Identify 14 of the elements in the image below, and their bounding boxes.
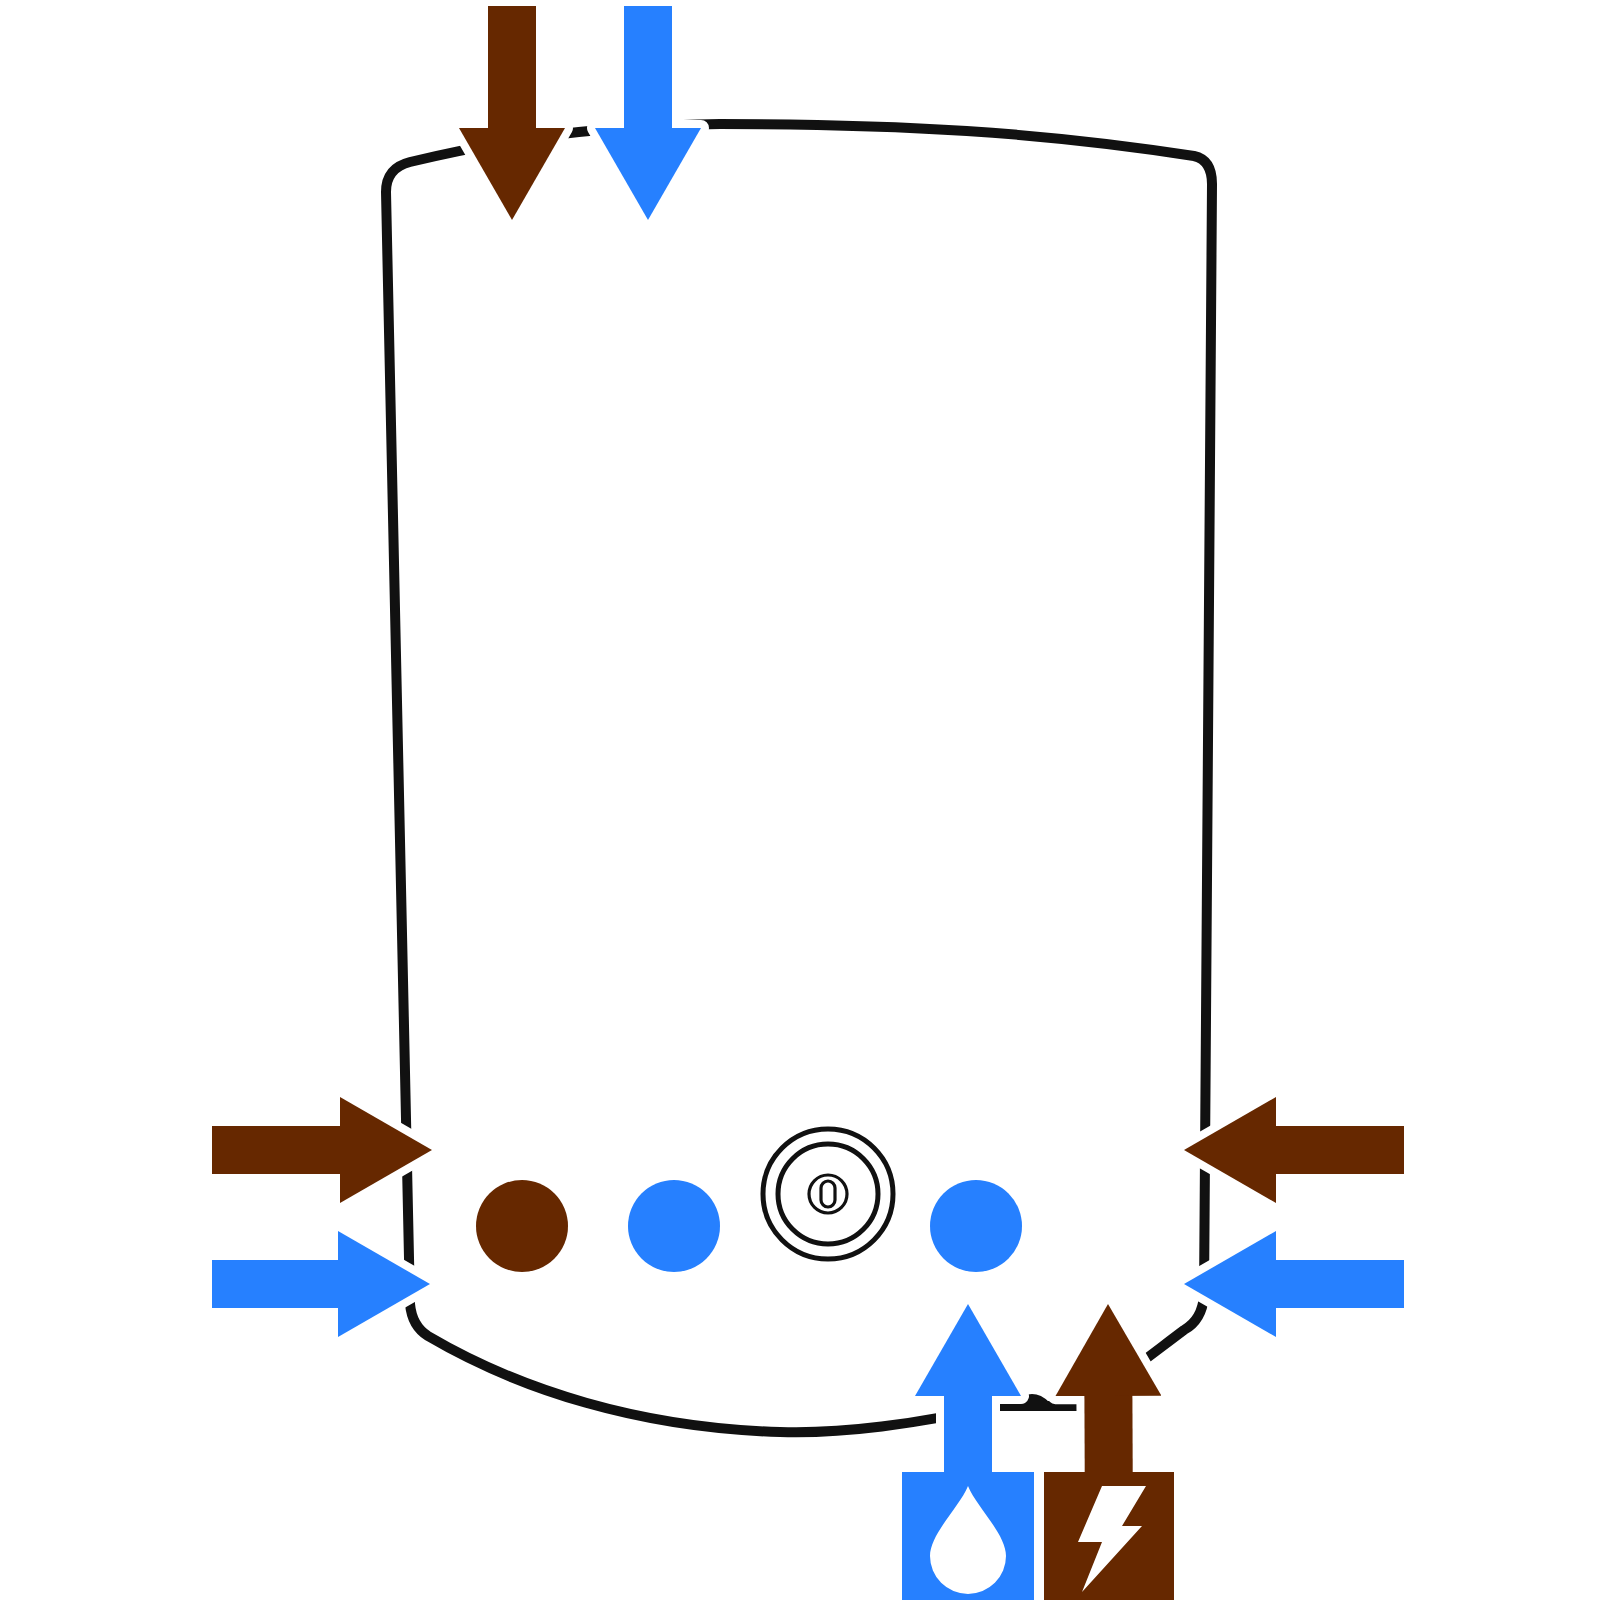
arrow bbox=[1184, 1097, 1404, 1203]
arrow bbox=[915, 1304, 1021, 1472]
arrow bbox=[1184, 1231, 1404, 1337]
connection-dot bbox=[930, 1180, 1022, 1272]
supply-tile bbox=[902, 1472, 1034, 1600]
arrow bbox=[212, 1097, 432, 1203]
arrow bbox=[595, 6, 701, 220]
arrow bbox=[459, 6, 565, 220]
connection-dot bbox=[476, 1180, 568, 1272]
appliance-body bbox=[380, 118, 1218, 1438]
control-knob bbox=[760, 1126, 896, 1262]
supply-tile bbox=[1044, 1472, 1174, 1600]
connection-dot bbox=[628, 1180, 720, 1272]
arrow bbox=[212, 1231, 430, 1337]
